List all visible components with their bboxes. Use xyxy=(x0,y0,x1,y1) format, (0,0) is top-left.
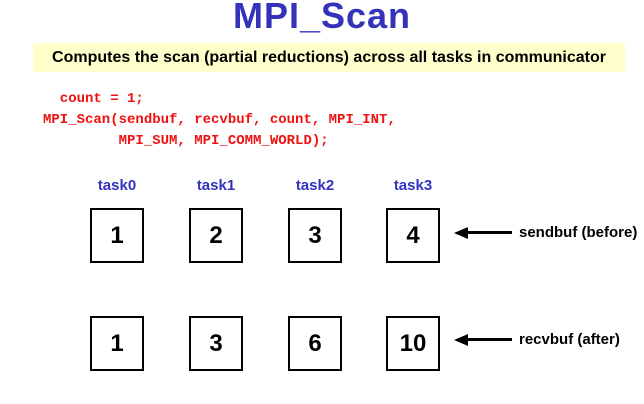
arrow-line xyxy=(466,338,512,341)
subtitle-text: Computes the scan (partial reductions) a… xyxy=(52,48,606,66)
arrow-line xyxy=(466,231,512,234)
task-label-2: task2 xyxy=(295,177,335,194)
arrow-left-icon xyxy=(454,334,468,346)
arrow-left-icon xyxy=(454,227,468,239)
task-label-3: task3 xyxy=(393,177,433,194)
code-line-1: count = 1; xyxy=(43,91,144,107)
sendbuf-box-task2: 3 xyxy=(288,208,342,263)
recvbuf-box-task2: 6 xyxy=(288,316,342,371)
recvbuf-box-task1: 3 xyxy=(189,316,243,371)
code-line-2: MPI_Scan(sendbuf, recvbuf, count, MPI_IN… xyxy=(43,112,396,128)
task-label-0: task0 xyxy=(97,177,137,194)
code-snippet: count = 1; MPI_Scan(sendbuf, recvbuf, co… xyxy=(43,89,396,152)
sendbuf-box-task3: 4 xyxy=(386,208,440,263)
page-title: MPI_Scan xyxy=(232,0,412,36)
recvbuf-box-task0: 1 xyxy=(90,316,144,371)
code-line-3: MPI_SUM, MPI_COMM_WORLD); xyxy=(43,133,329,149)
subtitle-highlight-bar: Computes the scan (partial reductions) a… xyxy=(33,43,625,72)
sendbuf-box-task1: 2 xyxy=(189,208,243,263)
recvbuf-row-label: recvbuf (after) xyxy=(519,331,620,348)
task-label-1: task1 xyxy=(196,177,236,194)
sendbuf-row-label: sendbuf (before) xyxy=(519,224,638,241)
recvbuf-box-task3: 10 xyxy=(386,316,440,371)
sendbuf-box-task0: 1 xyxy=(90,208,144,263)
